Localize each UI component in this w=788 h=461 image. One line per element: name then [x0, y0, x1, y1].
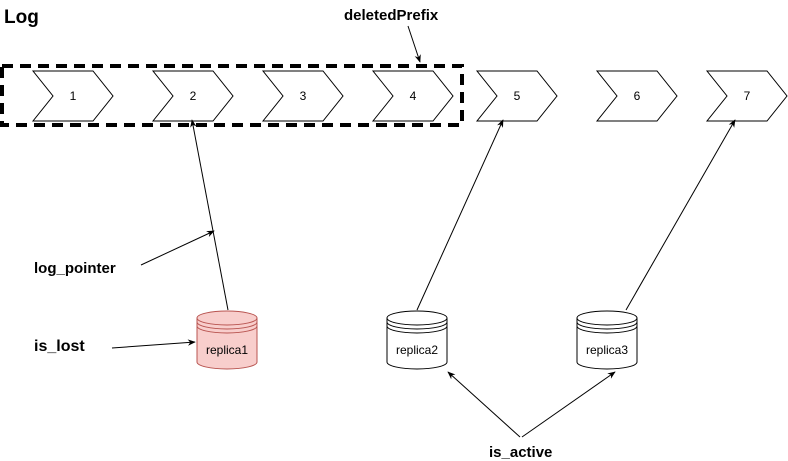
log-entry-label: 1: [70, 89, 77, 103]
log-entry-5: 5: [475, 70, 558, 122]
is-lost-label: is_lost: [34, 338, 85, 355]
log-entry-6: 6: [595, 70, 678, 122]
log-entry-1: 1: [31, 70, 114, 122]
log-entry-label: 4: [410, 89, 417, 103]
replica-1-label: replica1: [206, 343, 248, 357]
deleted-prefix-label: deletedPrefix: [344, 7, 439, 24]
replica-1-log-pointer-arrow: [190, 119, 229, 311]
replica-2-cylinder: replica2: [386, 310, 448, 370]
replica-3-cylinder: replica3: [576, 310, 638, 370]
replica-2-label: replica2: [396, 343, 438, 357]
log-entry-label: 2: [190, 89, 197, 103]
log-pointer-label: log_pointer: [34, 260, 116, 277]
is-active-arrow-replica-2: [447, 371, 521, 438]
replica-3-log-pointer-arrow: [625, 119, 736, 311]
log-entry-4: 4: [371, 70, 454, 122]
deleted-prefix-box: [0, 64, 464, 127]
log-entry-label: 6: [634, 89, 641, 103]
deleted-prefix-arrow: [407, 25, 421, 63]
log-entry-label: 5: [514, 89, 521, 103]
replica-2-log-pointer-arrow: [416, 119, 504, 311]
replica-1-cylinder: replica1: [196, 310, 258, 370]
log-entry-label: 3: [300, 89, 307, 103]
log-pointer-arrow: [140, 230, 215, 266]
is-lost-arrow: [111, 339, 196, 349]
log-entry-label: 7: [744, 89, 751, 103]
is-active-arrow-replica-3: [521, 371, 616, 438]
diagram-title: Log: [4, 7, 39, 28]
is-active-label: is_active: [489, 444, 552, 461]
replica-3-label: replica3: [586, 343, 628, 357]
log-entry-7: 7: [705, 70, 788, 122]
log-entry-3: 3: [261, 70, 344, 122]
log-entry-2: 2: [151, 70, 234, 122]
